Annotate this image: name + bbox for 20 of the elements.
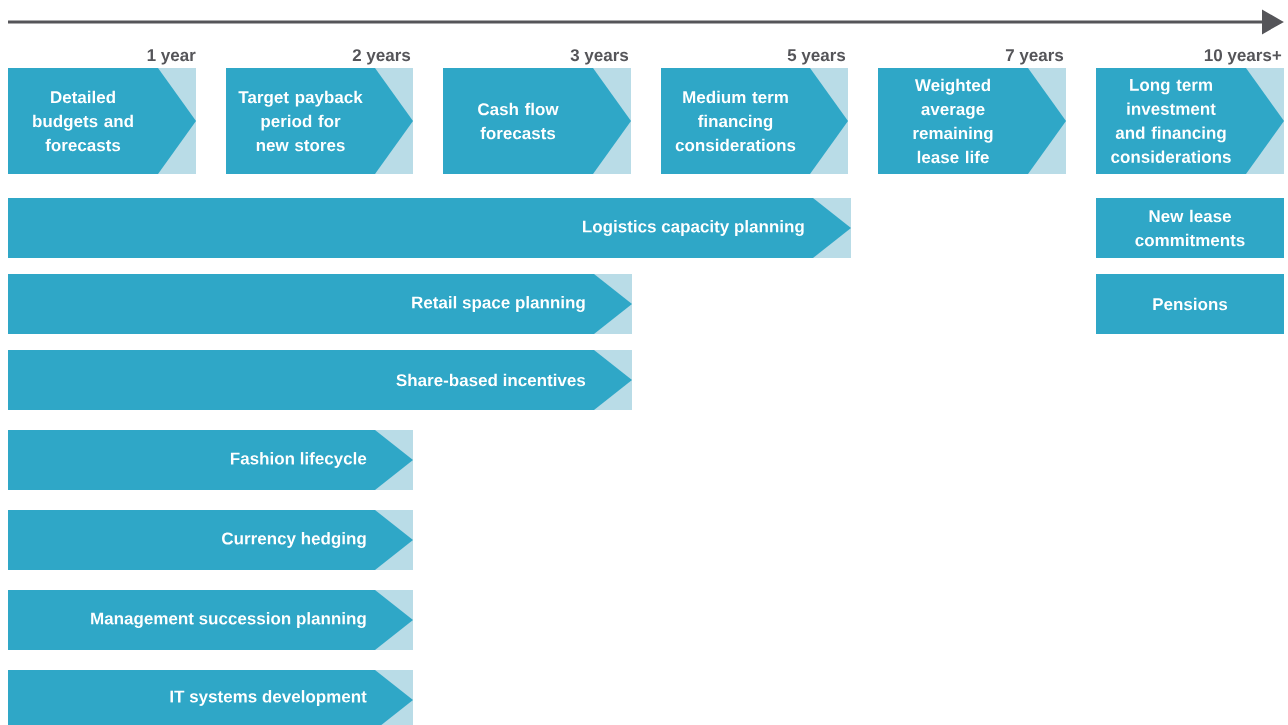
label-box: New lease commitments	[1096, 198, 1284, 258]
year-label: 3 years	[570, 49, 629, 65]
year-label: 7 years	[1005, 49, 1064, 65]
chevron-bar: Weighted average remaining lease life	[878, 68, 1066, 174]
chevron-bar: Long term investment and financing considerations	[1096, 68, 1284, 174]
chevron-bar: Currency hedging	[8, 510, 413, 570]
chevron-bar: Medium term financing considerations	[661, 68, 848, 174]
label-box: Pensions	[1096, 274, 1284, 334]
chevron-bar: Share-based incentives	[8, 350, 632, 410]
year-label: 2 years	[352, 49, 411, 65]
year-label: 1 year	[147, 49, 196, 65]
year-label: 5 years	[787, 49, 846, 65]
chevron-bar: Management succession planning	[8, 590, 413, 650]
chevron-bar: IT systems development	[8, 670, 413, 725]
chevron-bar: Retail space planning	[8, 274, 632, 334]
chevron-bar: Cash flow forecasts	[443, 68, 631, 174]
chevron-bar: Fashion lifecycle	[8, 430, 413, 490]
chevron-bar: Logistics capacity planning	[8, 198, 851, 258]
chevron-bar: Target payback period for new stores	[226, 68, 413, 174]
chevron-bar: Detailed budgets and forecasts	[8, 68, 196, 174]
